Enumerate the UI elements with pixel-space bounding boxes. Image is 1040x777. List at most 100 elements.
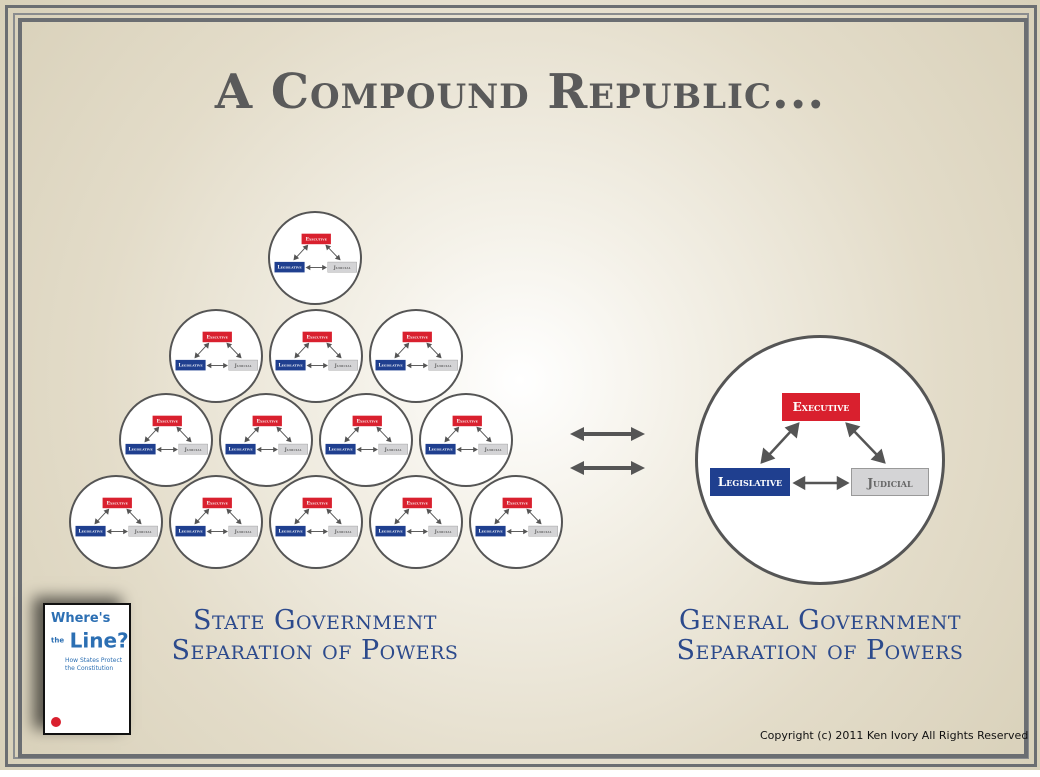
state-caption-line2: Separation of Powers <box>171 635 459 666</box>
branch-arrows <box>244 426 292 453</box>
state-caption: State Government Separation of Powers <box>150 606 480 666</box>
legislative-box: Legislative <box>475 525 506 537</box>
branch-arrows <box>294 342 342 369</box>
legislative-box: Legislative <box>125 443 156 455</box>
executive-box: Executive <box>102 497 132 509</box>
book-logo-icon <box>51 717 61 727</box>
executive-box: Executive <box>502 497 532 509</box>
branch-arrows <box>760 422 886 491</box>
legislative-box: Legislative <box>375 359 406 371</box>
middle-frame <box>13 13 1029 759</box>
judicial-box: Judicial <box>228 525 258 537</box>
judicial-box: Judicial <box>327 261 357 273</box>
legislative-box: Legislative <box>75 525 106 537</box>
double-arrow-icon <box>570 461 645 475</box>
legislative-box: Legislative <box>275 525 306 537</box>
branch-arrows <box>293 244 341 271</box>
branch-arrows <box>144 426 192 453</box>
executive-box: Executive <box>202 497 232 509</box>
branch-arrows <box>394 342 442 369</box>
book-title-line2-wrap: the Line? <box>51 628 129 653</box>
outer-frame <box>5 5 1037 767</box>
book-subtitle: How States Protect the Constitution <box>65 657 123 672</box>
branch-arrows <box>194 508 242 535</box>
legislative-box: Legislative <box>425 443 456 455</box>
branch-arrows <box>194 342 242 369</box>
executive-box: Executive <box>302 331 332 343</box>
slide-title: A Compound Republic... <box>214 64 826 120</box>
executive-box: Executive <box>252 415 282 427</box>
judicial-box: Judicial <box>128 525 158 537</box>
judicial-box: Judicial <box>228 359 258 371</box>
executive-box: Executive <box>202 331 232 343</box>
inner-frame <box>18 18 1028 758</box>
legislative-box: Legislative <box>175 359 206 371</box>
branch-arrows <box>94 508 142 535</box>
executive-box: Executive <box>402 331 432 343</box>
executive-box: Executive <box>301 233 331 245</box>
legislative-box: Legislative <box>225 443 256 455</box>
book-title-line1: Where's <box>51 611 111 626</box>
judicial-box: Judicial <box>528 525 558 537</box>
double-arrow-icon <box>570 427 645 441</box>
general-caption-line1: General Government <box>678 605 962 636</box>
branch-arrows <box>444 426 492 453</box>
legislative-box: Legislative <box>175 525 206 537</box>
legislative-box: Legislative <box>375 525 406 537</box>
branch-arrows <box>344 426 392 453</box>
judicial-box: Judicial <box>378 443 408 455</box>
judicial-box: Judicial <box>328 525 358 537</box>
judicial-box: Judicial <box>851 468 929 496</box>
general-caption-line2: Separation of Powers <box>676 635 964 666</box>
general-caption: General Government Separation of Powers <box>650 606 990 666</box>
legislative-box: Legislative <box>274 261 305 273</box>
copyright-text: Copyright (c) 2011 Ken Ivory All Rights … <box>760 729 1029 742</box>
executive-box: Executive <box>352 415 382 427</box>
judicial-box: Judicial <box>328 359 358 371</box>
branch-arrows <box>394 508 442 535</box>
judicial-box: Judicial <box>178 443 208 455</box>
book-cover-image: Where's the Line? How States Protect the… <box>43 603 131 735</box>
book-title-line3: Line? <box>69 628 129 653</box>
judicial-box: Judicial <box>428 525 458 537</box>
judicial-box: Judicial <box>478 443 508 455</box>
executive-box: Executive <box>402 497 432 509</box>
branch-arrows <box>494 508 542 535</box>
judicial-box: Judicial <box>278 443 308 455</box>
executive-box: Executive <box>302 497 332 509</box>
executive-box: Executive <box>452 415 482 427</box>
branch-arrows <box>294 508 342 535</box>
state-caption-line1: State Government <box>193 605 437 636</box>
executive-box: Executive <box>152 415 182 427</box>
judicial-box: Judicial <box>428 359 458 371</box>
legislative-box: Legislative <box>710 468 790 496</box>
